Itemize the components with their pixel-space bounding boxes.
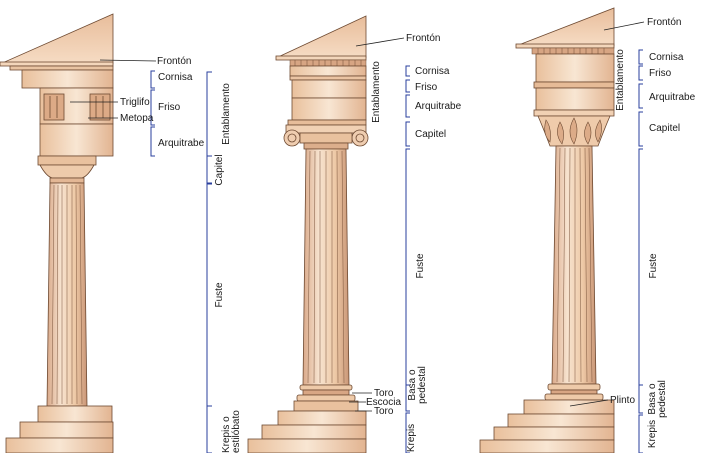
ionic-flutes: [307, 150, 345, 384]
corinthian-label-plinto: Plinto: [610, 395, 635, 406]
doric-label-triglifo: Triglifo: [120, 97, 150, 108]
doric-label-krepis-1: Krepis o: [221, 416, 232, 453]
corinthian-label-basa-1: Basa o: [647, 383, 658, 415]
ionic-label-friso: Friso: [415, 82, 438, 93]
corinthian-label-basa-2: pedestal: [657, 380, 668, 418]
ionic-annotations: Frontón Cornisa Friso Arquitrabe Capitel…: [349, 33, 462, 453]
corinthian-label-capitel: Capitel: [649, 123, 680, 134]
doric-label-metopa: Metopa: [120, 113, 154, 124]
ionic-label-escocia: Escocia: [366, 397, 401, 408]
corinthian-label-krepis: Krepis: [647, 420, 658, 448]
corinthian-dentils: [531, 47, 615, 55]
corinthian-annotations: Frontón Cornisa Friso Arquitrabe Entabla…: [569, 17, 696, 453]
doric-column: [0, 13, 114, 453]
doric-label-entablamento: Entablamento: [221, 83, 232, 145]
ionic-label-fronton: Frontón: [406, 33, 440, 44]
triglyph-blocks: [43, 93, 111, 121]
doric-flutes: [51, 184, 83, 405]
ionic-dentils: [289, 59, 367, 67]
corinthian-label-arquitrabe: Arquitrabe: [649, 92, 696, 103]
ionic-label-fuste: Fuste: [415, 253, 426, 278]
ionic-label-krepis: Krepis: [406, 424, 417, 452]
ionic-column: [247, 15, 369, 453]
doric-label-fuste: Fuste: [214, 282, 225, 307]
doric-label-cornisa: Cornisa: [158, 72, 193, 83]
ionic-label-arquitrabe: Arquitrabe: [415, 101, 462, 112]
doric-label-capitel: Capitel: [214, 154, 225, 185]
doric-label-fronton: Frontón: [157, 56, 191, 67]
corinthian-label-friso: Friso: [649, 68, 672, 79]
corinthian-label-fuste: Fuste: [648, 253, 659, 278]
ionic-label-basa-1: Basa o: [407, 369, 418, 401]
corinthian-label-cornisa: Cornisa: [649, 52, 684, 63]
ionic-label-capitel: Capitel: [415, 129, 446, 140]
ionic-label-toro-top: Toro: [374, 388, 394, 399]
doric-annotations: Frontón Cornisa Friso Triglifo Metopa Ar…: [70, 56, 242, 453]
acanthus-leaves: [544, 117, 602, 145]
corinthian-label-fronton: Frontón: [647, 17, 681, 28]
ionic-label-entablamento: Entablamento: [371, 61, 382, 123]
corinthian-column: [479, 7, 615, 453]
ionic-label-toro-bottom: Toro: [374, 406, 394, 417]
doric-label-friso: Friso: [158, 102, 181, 113]
doric-label-arquitrabe: Arquitrabe: [158, 138, 205, 149]
corinthian-flutes: [556, 147, 593, 383]
doric-label-krepis-2: estilóbato: [231, 410, 242, 453]
ionic-label-cornisa: Cornisa: [415, 66, 450, 77]
ionic-label-basa-2: pedestal: [417, 366, 428, 404]
corinthian-label-entablamento: Entablamento: [615, 49, 626, 111]
